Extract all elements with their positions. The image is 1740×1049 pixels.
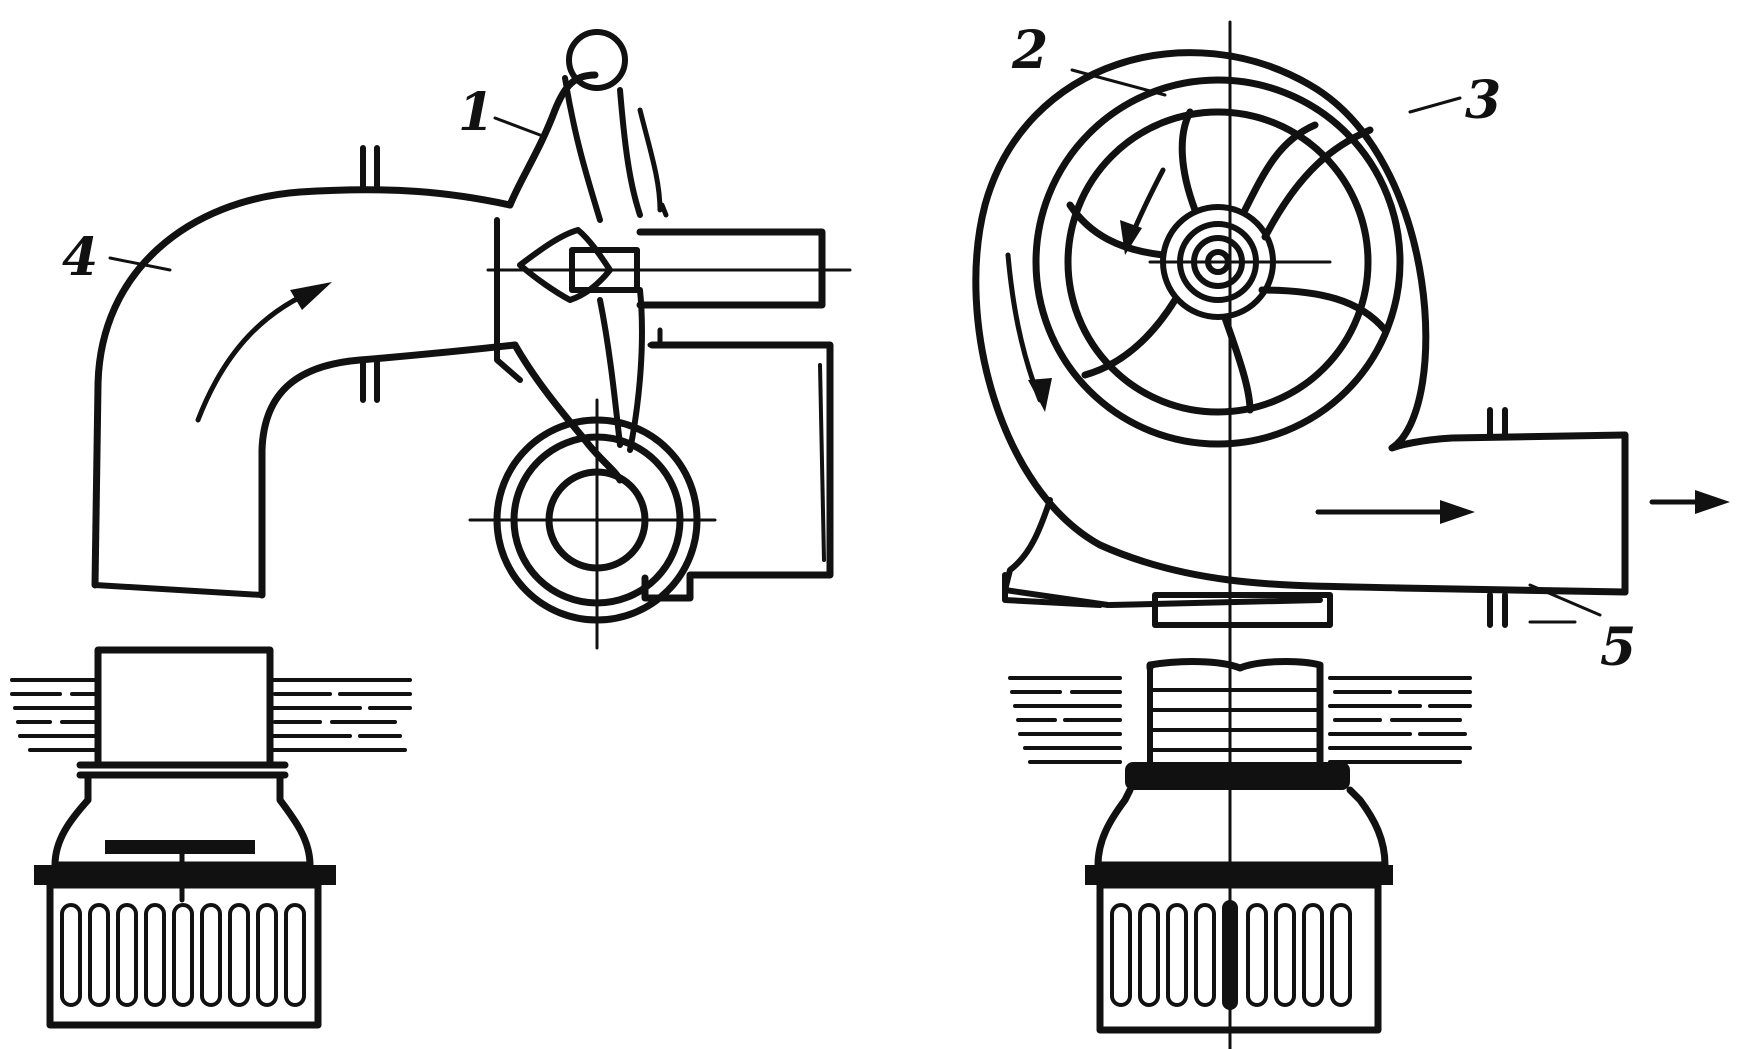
strainer-slots-right xyxy=(1110,900,1352,1010)
label-5: 5 xyxy=(1600,617,1636,678)
leader-line-1 xyxy=(493,116,542,137)
label-3: 3 xyxy=(1465,70,1501,131)
label-2: 2 xyxy=(1011,20,1048,81)
volute-casing xyxy=(972,49,1629,628)
label-1: 1 xyxy=(458,82,494,143)
frame-block xyxy=(641,341,834,602)
impeller-vanes xyxy=(1066,108,1389,414)
discharge-flow xyxy=(1315,490,1730,524)
suction-strainer-right xyxy=(1085,658,1393,1034)
shaft-side xyxy=(486,228,852,309)
front-view: 2 3 5 xyxy=(972,20,1730,1049)
suction-strainer-left xyxy=(34,646,336,1029)
water-surface-right xyxy=(1008,676,1472,764)
leader-line-3 xyxy=(1408,96,1462,114)
leader-line-5b xyxy=(1528,583,1602,617)
suction-pipe-bend xyxy=(91,145,519,599)
leader-line-4 xyxy=(108,256,172,272)
water-surface-left xyxy=(10,678,412,752)
strainer-slots-left xyxy=(60,903,306,1007)
leader-line-2 xyxy=(1070,68,1167,97)
side-view: 4 1 xyxy=(10,29,852,1029)
lower-bearing xyxy=(468,398,717,650)
label-4: 4 xyxy=(62,227,98,288)
impeller-front xyxy=(1005,76,1404,448)
impeller-side-section xyxy=(494,29,669,484)
